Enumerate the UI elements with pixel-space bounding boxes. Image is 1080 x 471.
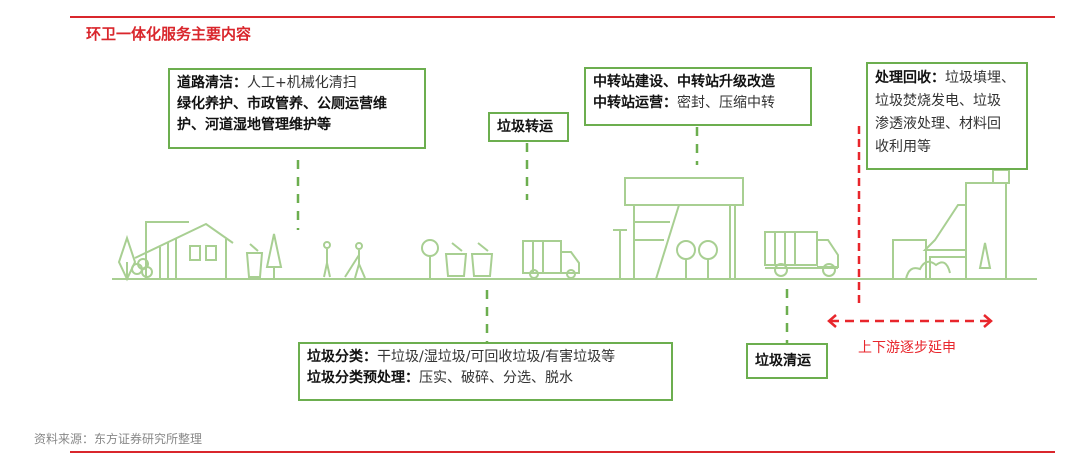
sorting-box: 垃圾分类：干垃圾/湿垃圾/可回收垃圾/有害垃圾等 垃圾分类预处理：压实、破碎、分… bbox=[298, 342, 673, 401]
arrow-left-head bbox=[827, 314, 837, 328]
label: 中转站运营： bbox=[593, 95, 677, 111]
processing-box: 处理回收：垃圾填埋、 垃圾焚烧发电、垃圾 渗透液处理、材料回 收利用等 bbox=[866, 62, 1028, 170]
text: 垃圾转运 bbox=[497, 119, 553, 135]
text: 垃圾焚烧发电、垃圾 bbox=[875, 93, 1001, 109]
label: 垃圾分类预处理： bbox=[307, 370, 419, 386]
recycling-bins-icon bbox=[444, 242, 494, 277]
label: 处理回收： bbox=[875, 70, 945, 86]
tree-icon bbox=[421, 239, 439, 279]
text: 人工+机械化清扫 bbox=[247, 75, 357, 91]
trash-bin-icon bbox=[245, 243, 264, 278]
incineration-plant-icon bbox=[892, 169, 1010, 280]
sweeper-person-icon bbox=[323, 241, 366, 279]
source-note: 资料来源：东方证券研究所整理 bbox=[34, 432, 203, 446]
text: 绿化养护、市政管养、公厕运营维 bbox=[177, 96, 387, 112]
text: 密封、压缩中转 bbox=[677, 95, 775, 111]
bottom-rule bbox=[70, 451, 1055, 453]
label: 道路清洁： bbox=[177, 75, 247, 91]
house-icon bbox=[131, 221, 234, 279]
figure-title: 环卫一体化服务主要内容 bbox=[86, 25, 252, 43]
top-rule bbox=[70, 16, 1055, 18]
garbage-truck-icon bbox=[522, 240, 580, 279]
sanitation-box: 道路清洁：人工+机械化清扫 绿化养护、市政管养、公厕运营维 护、河道湿地管理维护… bbox=[168, 68, 426, 149]
transfer-station-icon bbox=[613, 177, 744, 280]
text: 渗透液处理、材料回 bbox=[875, 116, 1001, 132]
collection-box: 垃圾清运 bbox=[746, 343, 828, 379]
arrow-right-head bbox=[983, 314, 993, 328]
text: 收利用等 bbox=[875, 139, 931, 155]
tree-icon bbox=[117, 234, 137, 282]
label: 垃圾分类： bbox=[307, 349, 377, 365]
text: 中转站建设、中转站升级改造 bbox=[593, 74, 775, 90]
station-box: 中转站建设、中转站升级改造 中转站运营：密封、压缩中转 bbox=[584, 67, 812, 126]
extension-label: 上下游逐步延申 bbox=[858, 340, 956, 356]
text: 护、河道湿地管理维护等 bbox=[177, 117, 331, 133]
transport-box: 垃圾转运 bbox=[488, 112, 569, 142]
text: 垃圾清运 bbox=[755, 353, 811, 369]
dump-truck-icon bbox=[764, 231, 839, 277]
text: 干垃圾/湿垃圾/可回收垃圾/有害垃圾等 bbox=[377, 349, 616, 365]
text: 压实、破碎、分选、脱水 bbox=[419, 370, 573, 386]
text: 垃圾填埋、 bbox=[945, 70, 1015, 86]
tree-icon bbox=[265, 233, 283, 279]
